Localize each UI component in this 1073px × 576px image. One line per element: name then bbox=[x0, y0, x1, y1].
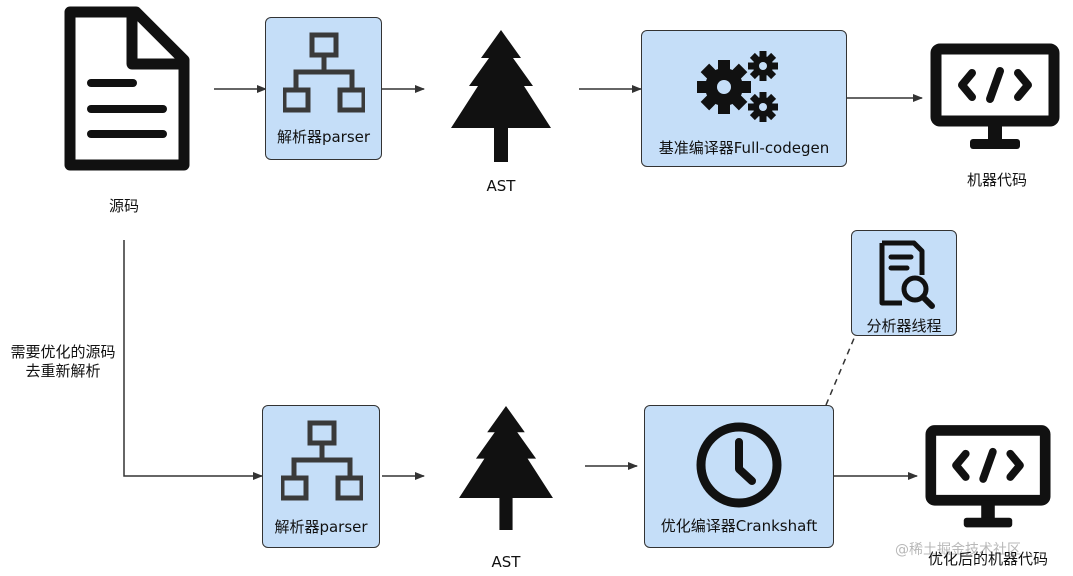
optimized-machine-code-label: 优化后的机器代码 bbox=[928, 550, 1049, 568]
parser-box: 解析器parser bbox=[265, 17, 382, 160]
source-label: 源码 bbox=[108, 197, 140, 215]
baseline-compiler-box: 基准编译器Full-codegen bbox=[641, 30, 847, 167]
dashed-link-analyzer bbox=[825, 335, 856, 406]
baseline-compiler-label: 基准编译器Full-codegen bbox=[658, 139, 830, 157]
reparse-note-line1: 需要优化的源码 bbox=[10, 343, 116, 361]
watermark: @稀土掘金技术社区 bbox=[895, 542, 1021, 558]
optimizing-compiler-label: 优化编译器Crankshaft bbox=[660, 517, 818, 535]
monitor-code-icon bbox=[930, 43, 1060, 149]
monitor-code-icon bbox=[925, 425, 1051, 528]
analyzer-thread-box: 分析器线程 bbox=[851, 230, 957, 336]
gears-icon bbox=[697, 51, 778, 122]
machine-code-label: 机器代码 bbox=[966, 171, 1028, 189]
report-search-icon bbox=[879, 240, 935, 309]
tree-icon bbox=[451, 30, 551, 162]
network-icon bbox=[281, 420, 363, 501]
parser-label-2: 解析器parser bbox=[274, 518, 368, 536]
parser-label: 解析器parser bbox=[276, 128, 371, 146]
ast-label: AST bbox=[486, 177, 516, 195]
reparse-note-line2: 去重新解析 bbox=[25, 362, 101, 380]
network-icon bbox=[283, 32, 365, 113]
analyzer-thread-label: 分析器线程 bbox=[866, 317, 942, 335]
optimizing-compiler-box: 优化编译器Crankshaft bbox=[644, 405, 834, 548]
ast-label-2: AST bbox=[491, 553, 521, 571]
clock-icon bbox=[696, 422, 782, 508]
parser-box-2: 解析器parser bbox=[262, 405, 380, 548]
document-icon bbox=[64, 6, 190, 171]
arrow-reparse-path bbox=[123, 240, 263, 480]
tree-icon bbox=[459, 406, 553, 530]
